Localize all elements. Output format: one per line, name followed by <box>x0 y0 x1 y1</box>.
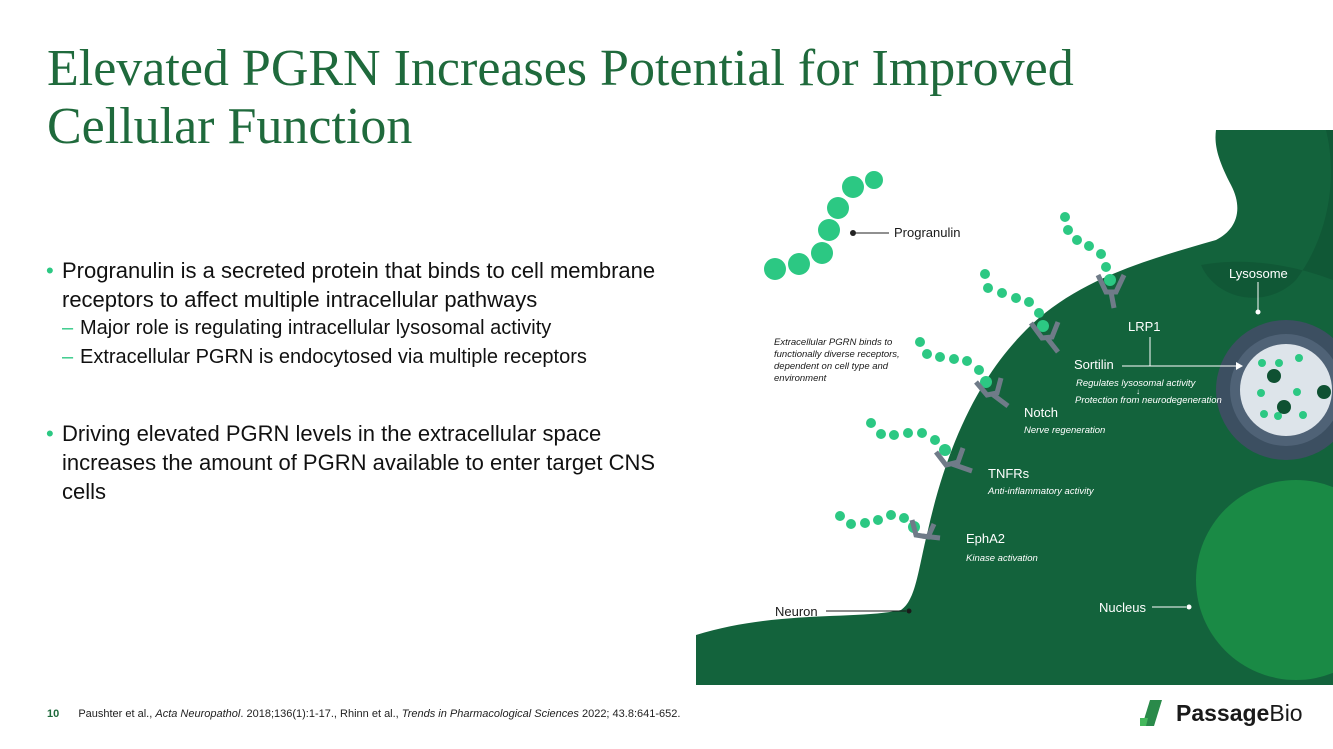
pointer-dot <box>906 608 912 614</box>
sortilin-desc: Regulates lysosomal activity <box>1076 378 1197 389</box>
note-line: Extracellular PGRN binds to <box>774 337 892 348</box>
tnfrs-desc: Anti-inflammatory activity <box>987 486 1095 497</box>
tnfrs-receptor <box>934 447 966 468</box>
note-line: environment <box>774 373 827 384</box>
lrp1-chain <box>1060 212 1116 286</box>
sortilin-receptor-stem <box>1045 336 1060 354</box>
down-arrow-icon: ↓ <box>1136 387 1140 396</box>
bullet-dot-icon: • <box>46 421 54 446</box>
notch-desc: Nerve regeneration <box>1024 425 1105 436</box>
ref-text: . 2018;136(1):1-17., Rhinn et al., <box>240 708 402 720</box>
epha2-chain <box>835 510 920 533</box>
pgrn-diagram-svg: Progranulin Extracellular PGRN binds to … <box>696 130 1333 685</box>
pointer-dot <box>850 230 856 236</box>
nucleus <box>1196 480 1333 680</box>
sub-bullet-item: – Extracellular PGRN is endocytosed via … <box>62 343 684 372</box>
lysosome-label: Lysosome <box>1229 266 1288 281</box>
bullet-item: • Progranulin is a secreted protein that… <box>44 256 684 314</box>
ref-text: Paushter et al., <box>78 708 156 720</box>
ref-journal: Trends in Pharmacological Sciences <box>401 708 579 720</box>
lysosome-pgrn <box>1317 385 1331 399</box>
passage-bio-mark-icon <box>1140 700 1162 726</box>
tnfrs-receptor-stem <box>951 461 973 474</box>
bullet-list: • Progranulin is a secreted protein that… <box>44 256 684 506</box>
bullet-text: Progranulin is a secreted protein that b… <box>62 258 656 312</box>
logo-word: Bio <box>1269 699 1303 726</box>
nucleus-label: Nucleus <box>1099 600 1146 615</box>
passage-bio-logo: PassageBio <box>1140 698 1303 728</box>
sortilin-receptor <box>1028 321 1061 341</box>
tnfrs-chain <box>866 418 951 456</box>
footer-references: 10 Paushter et al., Acta Neuropathol. 20… <box>47 708 680 720</box>
logo-text: PassageBio <box>1176 700 1303 727</box>
slide-title: Elevated PGRN Increases Potential for Im… <box>47 40 1074 155</box>
epha2-receptor-stem <box>921 533 941 541</box>
epha2-label: EphA2 <box>966 531 1005 546</box>
progranulin-label: Progranulin <box>894 225 961 240</box>
sub-bullet-text: Major role is regulating intracellular l… <box>80 317 552 339</box>
lrp1-label: LRP1 <box>1128 319 1161 334</box>
tnfrs-label: TNFRs <box>988 466 1030 481</box>
lrp1-receptor-stem <box>1108 291 1117 309</box>
sortilin-desc: Protection from neurodegeneration <box>1075 395 1222 406</box>
dash-icon: – <box>62 317 74 339</box>
notch-label: Notch <box>1024 405 1058 420</box>
ref-journal: Acta Neuropathol <box>155 708 241 720</box>
lysosome-pgrn <box>1277 400 1291 414</box>
arrow-head-icon <box>1236 362 1243 370</box>
page-number: 10 <box>47 708 60 720</box>
neuron-shade <box>1201 130 1333 298</box>
ref-text: 2022; 43.8:641-652. <box>578 708 681 720</box>
pointer-dot <box>1186 604 1192 610</box>
notch-receptor-stem <box>990 392 1010 408</box>
bullet-dot-icon: • <box>46 258 54 283</box>
lysosome-pgrn <box>1267 369 1281 383</box>
neuron-body <box>696 130 1333 685</box>
dash-icon: – <box>62 346 74 368</box>
bullet-text: Driving elevated PGRN levels in the extr… <box>62 421 656 504</box>
logo-word: Passage <box>1176 699 1270 726</box>
sortilin-chain <box>980 269 1049 332</box>
epha2-desc: Kinase activation <box>966 553 1038 564</box>
note-line: dependent on cell type and <box>774 361 889 372</box>
sortilin-label: Sortilin <box>1074 357 1114 372</box>
notch-chain <box>915 337 992 388</box>
pgrn-diagram: Progranulin Extracellular PGRN binds to … <box>696 130 1333 685</box>
sub-bullet-item: – Major role is regulating intracellular… <box>62 314 684 343</box>
note-line: functionally diverse receptors, <box>774 349 900 360</box>
bullet-item: • Driving elevated PGRN levels in the ex… <box>44 419 684 506</box>
progranulin-chain <box>764 171 883 280</box>
neuron-label: Neuron <box>775 604 818 619</box>
sub-bullet-text: Extracellular PGRN is endocytosed via mu… <box>80 346 587 368</box>
pointer-dot <box>1255 309 1261 315</box>
